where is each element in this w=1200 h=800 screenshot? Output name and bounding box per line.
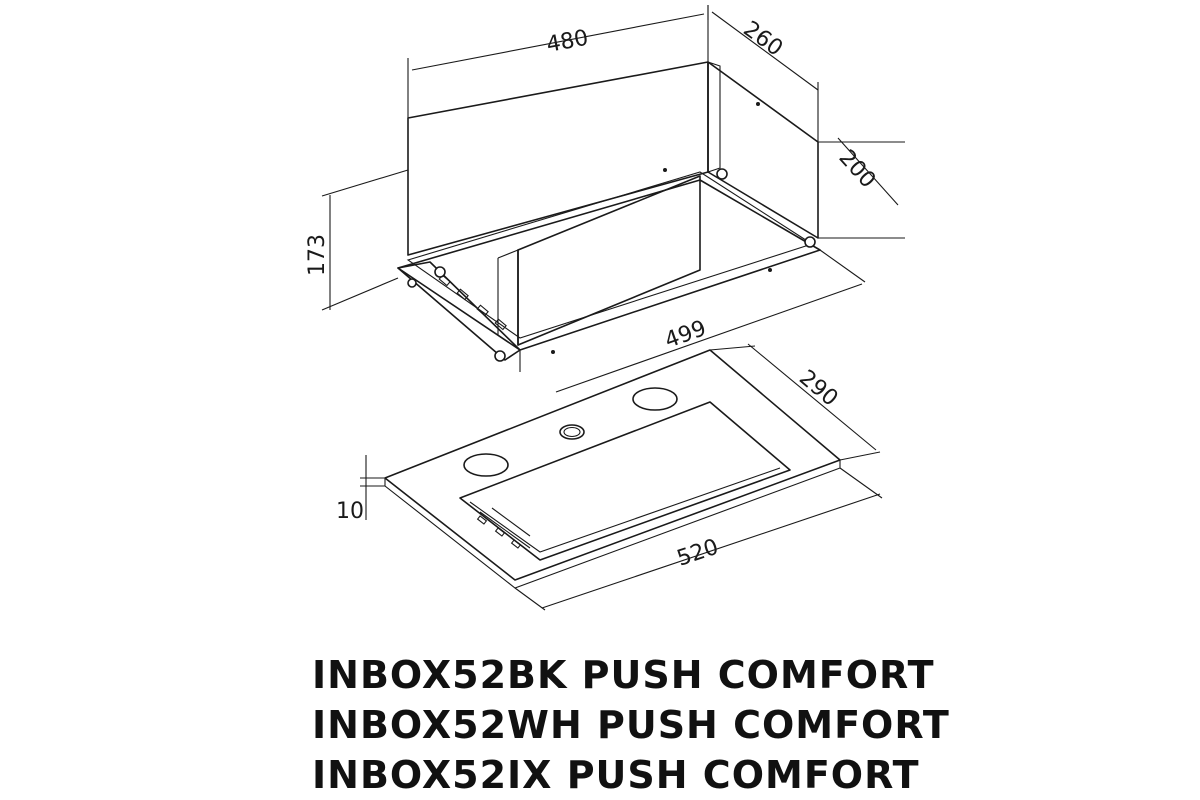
dim-side-depth: 200 [834,145,881,193]
hood-body [397,61,821,362]
model-name: INBOX52IX PUSH COMFORT [312,753,920,797]
technical-drawing: 480 260 200 173 499 290 10 520 [305,5,905,611]
glass-panel [384,349,841,589]
dim-top-depth: 260 [738,17,787,62]
dimension-labels: 480 260 200 173 499 290 10 520 [305,17,880,572]
dim-panel-depth: 290 [794,365,842,411]
dim-top-width: 480 [545,26,591,58]
model-name: INBOX52WH PUSH COMFORT [312,703,950,747]
dim-height: 173 [305,234,330,276]
dimension-lines [321,5,905,611]
model-name: INBOX52BK PUSH COMFORT [312,653,935,697]
dim-panel-thickness: 10 [336,499,364,524]
dim-body-width: 499 [662,316,710,354]
model-list: INBOX52BK PUSH COMFORT INBOX52WH PUSH CO… [312,650,1072,800]
dim-panel-width: 520 [674,535,722,572]
